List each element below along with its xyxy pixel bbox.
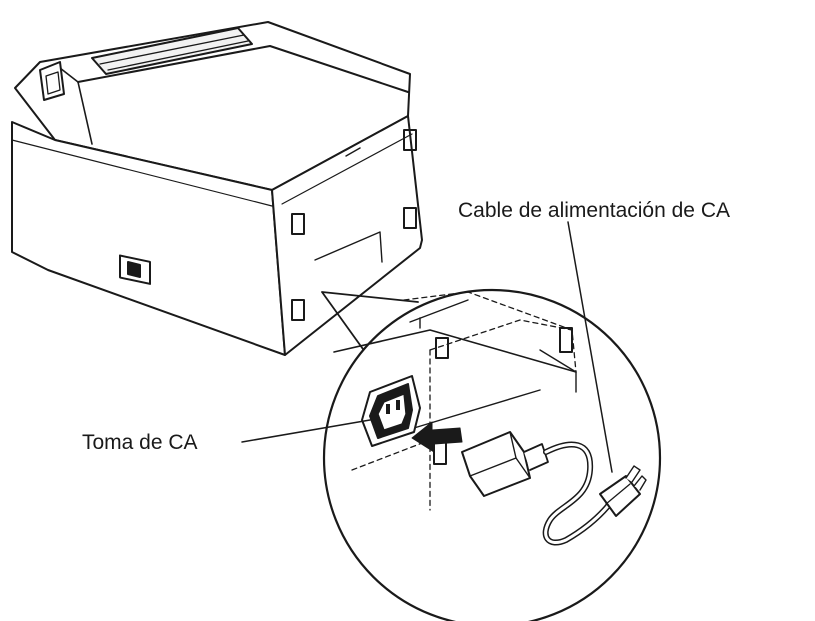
side-recess-upper-left [291, 213, 305, 235]
ac-inlet-socket [361, 375, 421, 447]
magnified-rear-view [322, 288, 662, 621]
side-recess-upper-right [403, 129, 417, 151]
insertion-arrow-icon [411, 421, 463, 453]
magnified-recess-right [559, 327, 573, 353]
side-recess-lower-left [291, 299, 305, 321]
wall-plug [599, 465, 647, 517]
power-cable-connector [461, 431, 549, 497]
leader-line-ac-inlet [241, 419, 371, 443]
printer-side-face [271, 115, 423, 356]
magnified-recess-upper [435, 337, 449, 359]
power-cable-label: Cable de alimentación de CA [458, 199, 730, 222]
cover-release-lever [39, 61, 65, 101]
power-switch-rocker [127, 261, 141, 278]
printer [11, 21, 423, 356]
ac-inlet-label: Toma de CA [82, 431, 198, 454]
side-recess-lower-right [403, 207, 417, 229]
leader-line-power-cable [567, 221, 613, 473]
paper-exit-slot [91, 27, 253, 75]
